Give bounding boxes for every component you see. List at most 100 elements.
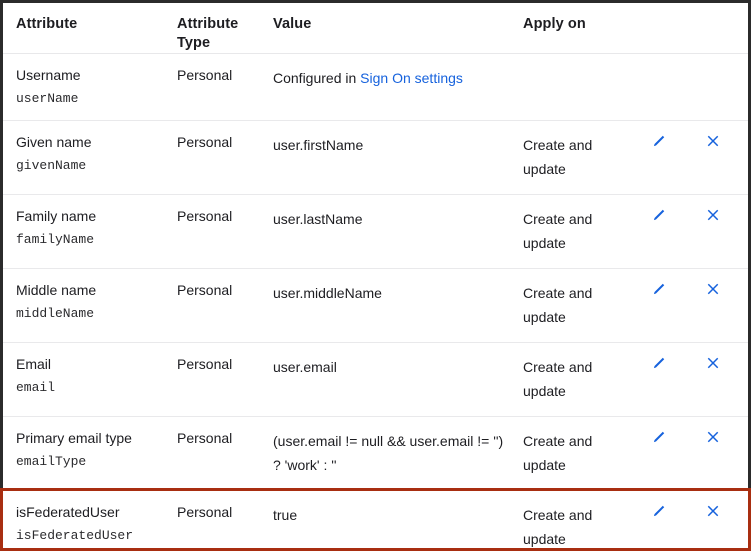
cell-value: user.middleName	[269, 268, 519, 343]
cell-attribute: Family name familyName	[3, 194, 165, 269]
attribute-type-value: Personal	[177, 356, 233, 372]
cell-delete-action	[696, 490, 748, 551]
attribute-display-name: Username	[16, 67, 81, 83]
value-text: Configured in Sign On settings	[273, 66, 505, 90]
cell-attribute-type: Personal	[165, 268, 269, 343]
pencil-icon[interactable]	[651, 356, 673, 378]
attribute-external-name: givenName	[16, 158, 87, 173]
column-header-attribute-type-label-line1: Attribute	[177, 16, 239, 32]
apply-on-value: Create and update	[523, 211, 593, 251]
cell-attribute-type: Personal	[165, 194, 269, 269]
pencil-icon[interactable]	[651, 430, 673, 452]
column-header-attribute-type[interactable]: Attribute Type	[165, 3, 269, 54]
cell-attribute: Username userName	[3, 53, 165, 121]
attribute-external-name: middleName	[16, 306, 95, 321]
pencil-icon[interactable]	[651, 208, 673, 230]
value-text: user.lastName	[273, 211, 363, 227]
table-row: Middle name middleName Personal user.mid…	[3, 268, 748, 343]
value-text: (user.email != null && user.email != '')…	[273, 433, 504, 473]
table-header-row: Attribute Attribute Type Value Apply on	[3, 3, 748, 54]
cell-attribute-type: Personal	[165, 120, 269, 195]
cell-apply-on	[519, 53, 641, 121]
table-row: Given name givenName Personal user.first…	[3, 120, 748, 195]
value-text: user.firstName	[273, 137, 364, 153]
attribute-external-name: email	[16, 380, 56, 395]
cell-edit-action	[641, 490, 696, 551]
close-x-icon[interactable]	[706, 282, 728, 304]
pencil-icon[interactable]	[651, 504, 673, 526]
attribute-type-value: Personal	[177, 134, 233, 150]
table-row: Email email Personal user.email Create a…	[3, 342, 748, 417]
attribute-mappings-table: Attribute Attribute Type Value Apply on	[3, 3, 748, 551]
column-header-attribute-label: Attribute	[16, 16, 78, 32]
apply-on-value: Create and update	[523, 359, 593, 399]
cell-delete-action	[696, 120, 748, 195]
cell-attribute: Primary email type emailType	[3, 416, 165, 491]
apply-on-value: Create and update	[523, 433, 593, 473]
attribute-display-name: Given name	[16, 134, 92, 150]
cell-value: user.firstName	[269, 120, 519, 195]
attribute-display-name: Family name	[16, 208, 97, 224]
attribute-type-value: Personal	[177, 208, 233, 224]
table-header: Attribute Attribute Type Value Apply on	[3, 3, 748, 54]
cell-apply-on: Create and update	[519, 490, 641, 551]
attribute-type-value: Personal	[177, 504, 233, 520]
value-text: true	[273, 507, 298, 523]
column-header-attribute-type-label-line2: Type	[177, 35, 211, 51]
close-x-icon[interactable]	[706, 356, 728, 378]
cell-attribute-type: Personal	[165, 342, 269, 417]
cell-attribute: Given name givenName	[3, 120, 165, 195]
close-x-icon[interactable]	[706, 504, 728, 526]
pencil-icon[interactable]	[651, 134, 673, 156]
attribute-display-name: isFederatedUser	[16, 504, 120, 520]
cell-delete-action	[696, 53, 748, 121]
value-text: user.middleName	[273, 285, 382, 301]
cell-value: (user.email != null && user.email != '')…	[269, 416, 519, 491]
cell-value: user.lastName	[269, 194, 519, 269]
column-header-value[interactable]: Value	[269, 3, 519, 54]
attribute-external-name: userName	[16, 91, 79, 106]
cell-edit-action	[641, 194, 696, 269]
apply-on-value: Create and update	[523, 137, 593, 177]
pencil-icon[interactable]	[651, 282, 673, 304]
close-x-icon[interactable]	[706, 208, 728, 230]
cell-apply-on: Create and update	[519, 268, 641, 343]
cell-attribute: Email email	[3, 342, 165, 417]
attribute-display-name: Middle name	[16, 282, 97, 298]
column-header-attribute[interactable]: Attribute	[3, 3, 165, 54]
cell-apply-on: Create and update	[519, 416, 641, 491]
table-row: Primary email type emailType Personal (u…	[3, 416, 748, 491]
attribute-external-name: familyName	[16, 232, 95, 247]
cell-edit-action	[641, 268, 696, 343]
column-header-apply-on[interactable]: Apply on	[519, 3, 748, 54]
cell-apply-on: Create and update	[519, 342, 641, 417]
attribute-display-name: Email	[16, 356, 52, 372]
cell-value: Configured in Sign On settings	[269, 53, 519, 121]
cell-attribute-type: Personal	[165, 416, 269, 491]
close-x-icon[interactable]	[706, 430, 728, 452]
cell-value: user.email	[269, 342, 519, 417]
cell-delete-action	[696, 416, 748, 491]
attribute-external-name: isFederatedUser	[16, 528, 134, 543]
attribute-display-name: Primary email type	[16, 430, 132, 446]
cell-delete-action	[696, 268, 748, 343]
cell-apply-on: Create and update	[519, 120, 641, 195]
cell-edit-action	[641, 120, 696, 195]
cell-edit-action	[641, 416, 696, 491]
cell-attribute-type: Personal	[165, 53, 269, 121]
sign-on-settings-link[interactable]: Sign On settings	[360, 70, 463, 86]
value-text: user.email	[273, 359, 337, 375]
cell-delete-action	[696, 342, 748, 417]
attribute-external-name: emailType	[16, 454, 87, 469]
cell-edit-action	[641, 53, 696, 121]
table-body: Username userName Personal Configured in…	[3, 53, 748, 551]
cell-attribute-type: Personal	[165, 490, 269, 551]
cell-edit-action	[641, 342, 696, 417]
attribute-type-value: Personal	[177, 282, 233, 298]
cell-delete-action	[696, 194, 748, 269]
cell-value: true	[269, 490, 519, 551]
cell-attribute: isFederatedUser isFederatedUser	[3, 490, 165, 551]
table-row: Username userName Personal Configured in…	[3, 53, 748, 121]
close-x-icon[interactable]	[706, 134, 728, 156]
